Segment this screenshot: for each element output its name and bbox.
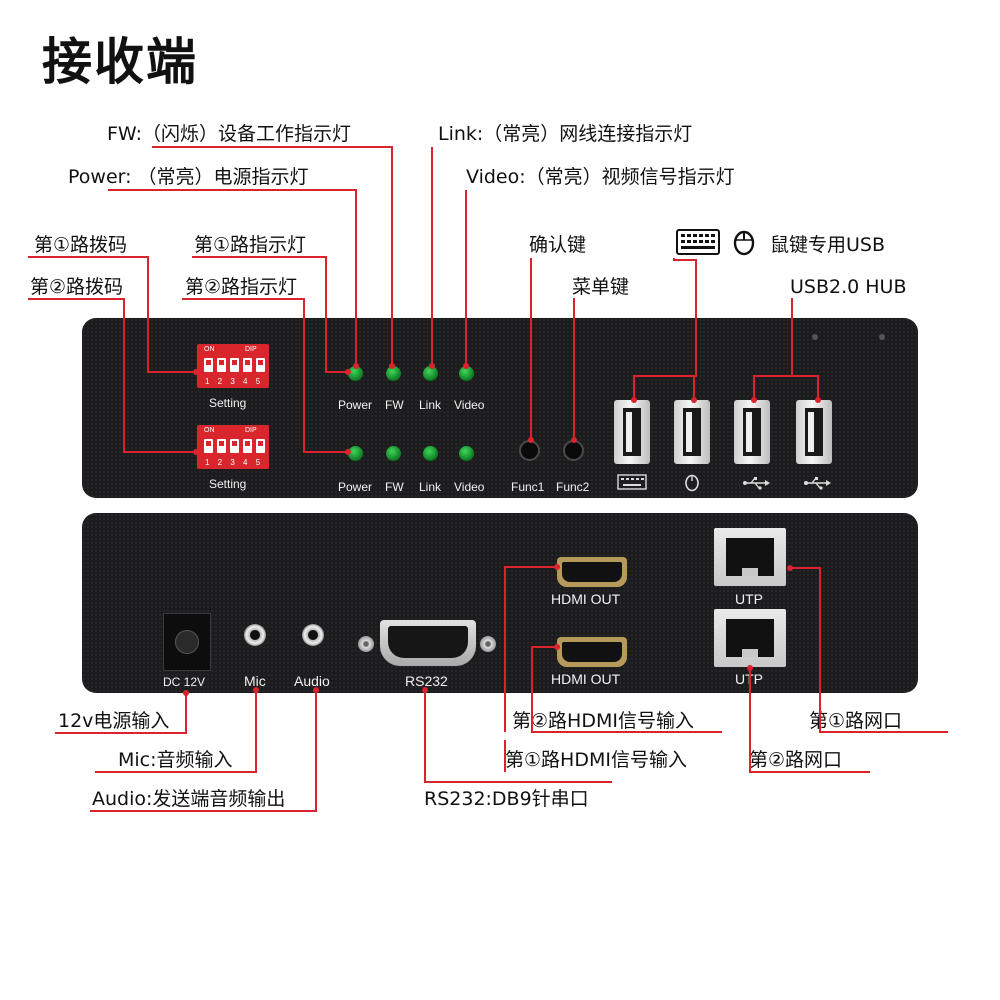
led-power-label-1: Power xyxy=(338,398,373,412)
callout-hdmi2: 第②路HDMI信号输入 xyxy=(512,710,694,732)
callout-led2: 第②路指示灯 xyxy=(185,276,298,298)
hdmi-label-2: HDMI OUT xyxy=(551,671,621,687)
callout-mic: Mic:音频输入 xyxy=(118,749,233,771)
led-power-2 xyxy=(348,446,363,461)
callout-power: Power: （常亮）电源指示灯 xyxy=(68,166,309,188)
dip-switch-2[interactable]: ON DIP 1 2 3 4 5 xyxy=(197,425,269,469)
usb-port-hub-1[interactable] xyxy=(734,400,770,464)
callout-link: Link:（常亮）网线连接指示灯 xyxy=(438,123,693,145)
mic-label: Mic xyxy=(244,673,266,689)
db9-screw xyxy=(358,636,374,652)
led-fw-label-1: FW xyxy=(385,398,404,412)
rear-panel xyxy=(82,513,918,693)
func1-label: Func1 xyxy=(511,480,545,494)
utp-label-1: UTP xyxy=(735,591,763,607)
setting-label-2: Setting xyxy=(209,477,247,491)
mic-jack[interactable] xyxy=(244,624,266,646)
rs232-port[interactable] xyxy=(380,620,476,666)
callout-dip2: 第②路拨码 xyxy=(30,276,124,298)
hdmi-port-2[interactable] xyxy=(557,637,627,667)
led-link-2 xyxy=(423,446,438,461)
callout-dip1: 第①路拨码 xyxy=(34,234,128,256)
callout-net1: 第①路网口 xyxy=(809,710,903,732)
keyboard-icon xyxy=(617,474,647,490)
mouse-icon xyxy=(685,474,699,492)
callout-video: Video:（常亮）视频信号指示灯 xyxy=(466,166,735,188)
mouse-icon xyxy=(733,230,755,256)
callout-audio: Audio:发送端音频输出 xyxy=(92,788,286,810)
usb-port-hub-2[interactable] xyxy=(796,400,832,464)
led-power-label-2: Power xyxy=(338,480,373,494)
usb-port-keyboard[interactable] xyxy=(614,400,650,464)
audio-jack[interactable] xyxy=(302,624,324,646)
callout-fw: FW:（闪烁）设备工作指示灯 xyxy=(107,123,352,145)
callout-usb-hub: USB2.0 HUB xyxy=(790,276,907,298)
hdmi-port-1[interactable] xyxy=(557,557,627,587)
callout-net2: 第②路网口 xyxy=(749,749,843,771)
func2-label: Func2 xyxy=(556,480,590,494)
led-power-1 xyxy=(348,366,363,381)
led-link-label-2: Link xyxy=(419,480,442,494)
hdmi-label-1: HDMI OUT xyxy=(551,591,621,607)
led-fw-1 xyxy=(386,366,401,381)
led-video-label-1: Video xyxy=(454,398,485,412)
callout-hdmi1: 第①路HDMI信号输入 xyxy=(505,749,687,771)
usb-icon xyxy=(804,477,831,490)
led-fw-label-2: FW xyxy=(385,480,404,494)
led-fw-2 xyxy=(386,446,401,461)
callout-kbm-usb: 鼠键专用USB xyxy=(770,234,886,256)
usb-icon xyxy=(743,477,770,490)
dc-power-jack[interactable] xyxy=(163,613,211,671)
dip-switch-1[interactable]: ON DIP 1 2 3 4 5 xyxy=(197,344,269,388)
led-video-2 xyxy=(459,446,474,461)
panel-screw xyxy=(812,334,818,340)
rj45-port-2[interactable] xyxy=(714,609,786,667)
led-video-1 xyxy=(459,366,474,381)
led-link-1 xyxy=(423,366,438,381)
led-video-label-2: Video xyxy=(454,480,485,494)
panel-screw xyxy=(879,334,885,340)
dc-label: DC 12V xyxy=(163,675,206,689)
callout-confirm: 确认键 xyxy=(529,234,587,256)
setting-label-1: Setting xyxy=(209,396,247,410)
audio-label: Audio xyxy=(294,673,330,689)
usb-port-mouse[interactable] xyxy=(674,400,710,464)
led-link-label-1: Link xyxy=(419,398,442,412)
callout-led1: 第①路指示灯 xyxy=(194,234,307,256)
page-title: 接收端 xyxy=(42,33,198,91)
rj45-port-1[interactable] xyxy=(714,528,786,586)
keyboard-icon xyxy=(676,229,720,255)
callout-dc: 12v电源输入 xyxy=(58,710,170,732)
db9-screw xyxy=(480,636,496,652)
callout-rs232: RS232:DB9针串口 xyxy=(424,788,589,810)
callout-menu: 菜单键 xyxy=(572,276,630,298)
rs232-label: RS232 xyxy=(405,673,448,689)
